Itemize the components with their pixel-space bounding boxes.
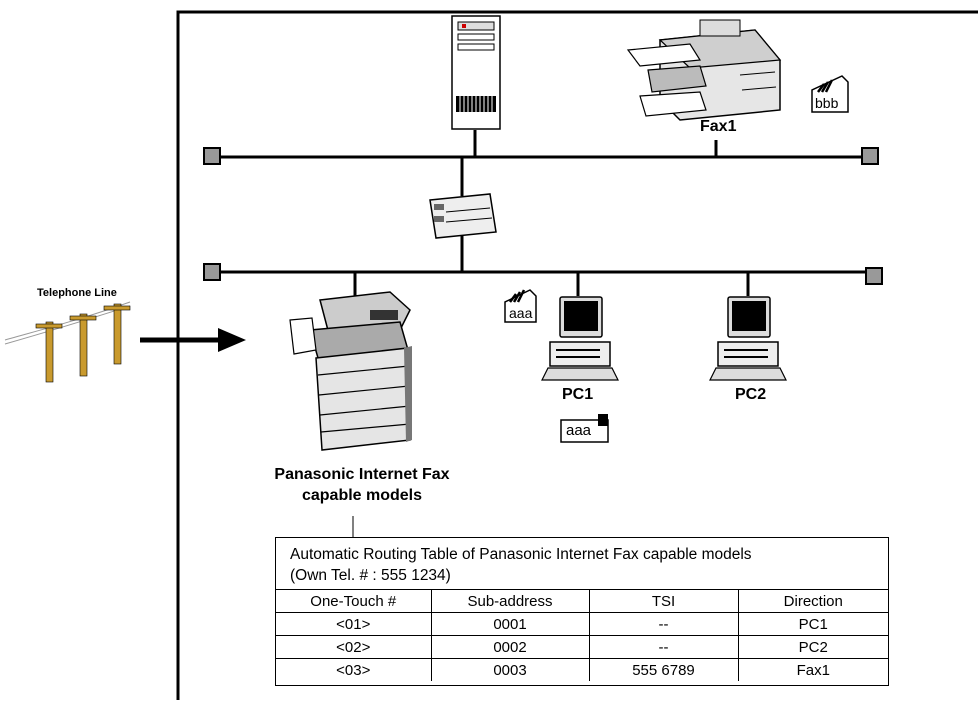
pc1-label: PC1 [562, 386, 594, 403]
fax1-label: Fax1 [700, 118, 737, 135]
telephone-line-label: Telephone Line [37, 287, 117, 299]
fax-machine-icon [626, 19, 782, 121]
table-cell: 0002 [430, 635, 590, 659]
column-header-tsi: TSI [588, 589, 739, 613]
routing-table-header-row: One-Touch # Sub-address TSI Direction [276, 589, 888, 613]
mfp-label-line2: capable models [301, 487, 423, 504]
routing-table-panel: Automatic Routing Table of Panasonic Int… [275, 537, 889, 686]
column-header-one-touch: One-Touch # [276, 589, 432, 613]
table-cell: Fax1 [737, 658, 888, 681]
lan-bus-top [203, 130, 879, 196]
table-cell: 555 6789 [588, 658, 739, 681]
doc-aaa-label: aaa [509, 305, 533, 321]
table-cell: -- [588, 635, 739, 659]
doc-bbb-label: bbb [815, 95, 839, 111]
pc2-label: PC2 [735, 386, 767, 403]
mfp-label-line1: Panasonic Internet Fax [274, 466, 450, 483]
document-aaa-icon [504, 289, 537, 323]
table-row: <01> 0001 -- PC1 [276, 612, 888, 636]
table-cell: PC1 [737, 612, 888, 636]
server-icon [451, 15, 501, 130]
terminator-icon [203, 263, 221, 281]
routing-table-title-line1: Automatic Routing Table of Panasonic Int… [290, 546, 752, 563]
pc2-computer-icon [709, 296, 787, 381]
received-document-icon [560, 414, 609, 443]
document-bbb-icon [811, 75, 849, 113]
table-cell: <01> [276, 612, 432, 636]
pc1-computer-icon [541, 296, 619, 381]
telephone-poles-icon [4, 301, 131, 383]
table-cell: PC2 [737, 635, 888, 659]
incoming-arrow-icon [140, 328, 246, 352]
terminator-icon [865, 267, 883, 285]
table-row: <02> 0002 -- PC2 [276, 635, 888, 659]
column-header-sub-address: Sub-address [430, 589, 590, 613]
terminator-icon [203, 147, 221, 165]
table-row: <03> 0003 555 6789 Fax1 [276, 658, 888, 681]
mfp-label: Panasonic Internet Fax capable models [258, 464, 466, 506]
table-cell: <03> [276, 658, 432, 681]
table-cell: <02> [276, 635, 432, 659]
table-cell: 0001 [430, 612, 590, 636]
table-cell: 0003 [430, 658, 590, 681]
mfp-printer-icon [289, 291, 412, 451]
terminator-icon [861, 147, 879, 165]
received-doc-label: aaa [566, 422, 592, 439]
column-header-direction: Direction [737, 589, 888, 613]
router-icon [429, 193, 497, 239]
table-cell: -- [588, 612, 739, 636]
routing-table: One-Touch # Sub-address TSI Direction <0… [276, 589, 888, 681]
lan-bus-bottom [203, 236, 883, 300]
routing-table-title-line2: (Own Tel. # : 555 1234) [290, 567, 451, 584]
routing-table-title: Automatic Routing Table of Panasonic Int… [290, 544, 752, 586]
enclosure-border [176, 10, 978, 700]
